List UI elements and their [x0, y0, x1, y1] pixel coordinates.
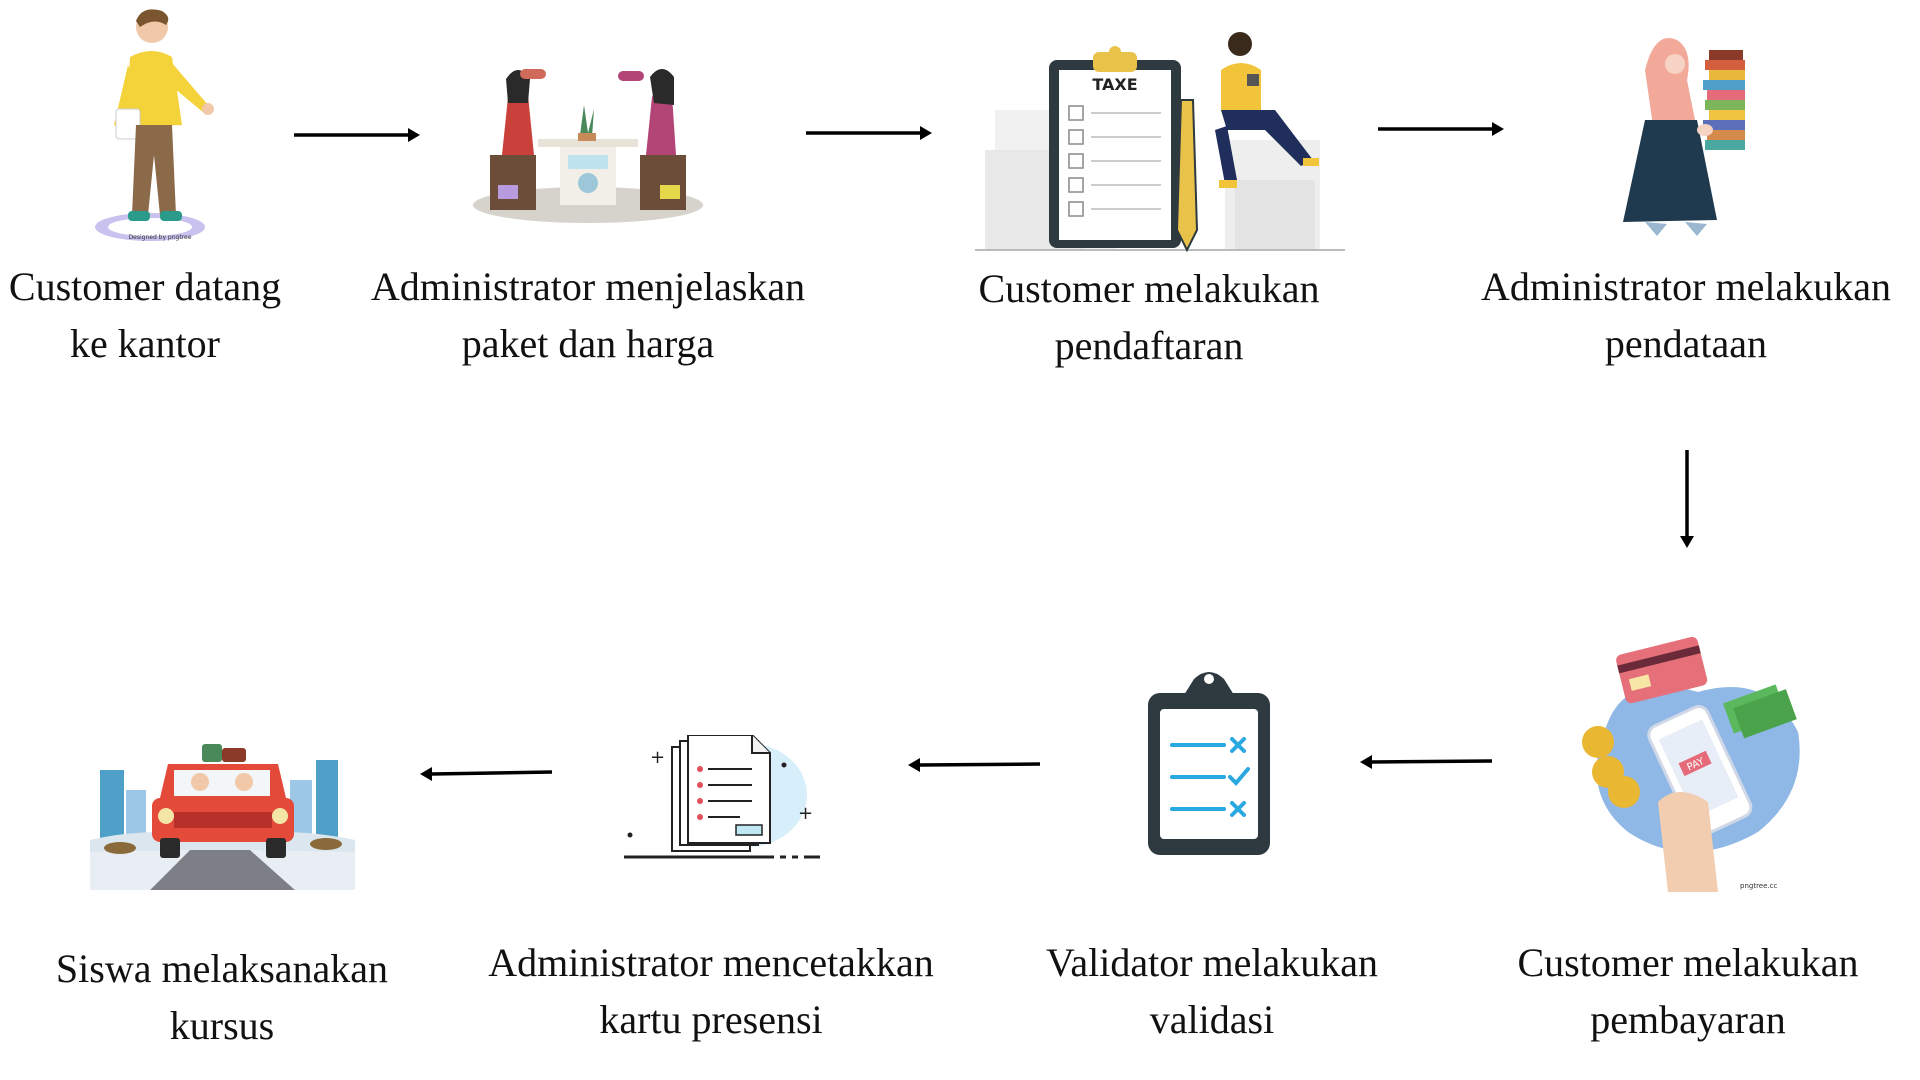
svg-text:+: + — [650, 747, 665, 768]
pngtree-credit-text: Designed by pngtree — [129, 234, 192, 241]
step-2-line-2: paket dan harga — [461, 321, 715, 366]
step-4-line-1: Administrator melakukan — [1481, 264, 1891, 309]
woman-with-books-illustration — [1605, 30, 1765, 240]
arrow-right-2 — [806, 126, 932, 140]
step-4-caption: Administrator melakukan pendataan — [1426, 258, 1920, 372]
taxe-label: TAXE — [1092, 75, 1137, 94]
step-2-line-1: Administrator menjelaskan — [370, 264, 806, 309]
step-7-line-1: Administrator mencetakkan — [488, 940, 934, 985]
step-6-caption: Validator melakukan validasi — [952, 934, 1472, 1048]
step-5-line-1: Customer melakukan — [1517, 940, 1859, 985]
step-8-caption: Siswa melaksanakan kursus — [0, 940, 482, 1054]
step-2-caption: Administrator menjelaskan paket dan harg… — [328, 258, 848, 372]
step-6-line-2: validasi — [1149, 997, 1275, 1042]
office-meeting-illustration — [468, 55, 708, 225]
step-1-caption: Customer datang ke kantor — [0, 258, 405, 372]
checklist-clipboard-illustration — [1144, 665, 1274, 860]
arrow-right-3 — [1378, 122, 1504, 136]
tax-form-illustration: TAXE — [975, 30, 1345, 255]
step-5-line-2: pembayaran — [1590, 997, 1786, 1042]
step-6-line-1: Validator melakukan — [1045, 940, 1379, 985]
customer-walking-illustration: Designed by pngtree — [80, 5, 220, 245]
step-3-caption: Customer melakukan pendaftaran — [889, 260, 1409, 374]
printed-documents-illustration: + + — [612, 735, 822, 865]
step-5-caption: Customer melakukan pembayaran — [1428, 934, 1920, 1048]
step-7-caption: Administrator mencetakkan kartu presensi — [451, 934, 971, 1048]
mobile-payment-illustration: PAY pngtree.cc — [1568, 632, 1808, 892]
svg-text:+: + — [798, 803, 813, 824]
pngtree-credit-text-2: pngtree.cc — [1740, 882, 1777, 890]
step-1-line-2: ke kantor — [70, 321, 220, 366]
arrow-left-1 — [1360, 755, 1493, 769]
step-4-line-2: pendataan — [1604, 321, 1768, 366]
step-3-line-2: pendaftaran — [1054, 323, 1244, 368]
step-7-line-2: kartu presensi — [599, 997, 823, 1042]
arrow-down — [1680, 450, 1694, 548]
step-8-line-2: kursus — [169, 1003, 275, 1048]
arrow-left-3 — [420, 767, 553, 781]
arrow-right-1 — [294, 128, 420, 142]
car-road-trip-illustration — [90, 740, 355, 890]
arrow-left-2 — [908, 758, 1041, 772]
step-8-line-1: Siswa melaksanakan — [55, 946, 389, 991]
step-1-line-1: Customer datang — [8, 264, 282, 309]
step-3-line-1: Customer melakukan — [978, 266, 1320, 311]
